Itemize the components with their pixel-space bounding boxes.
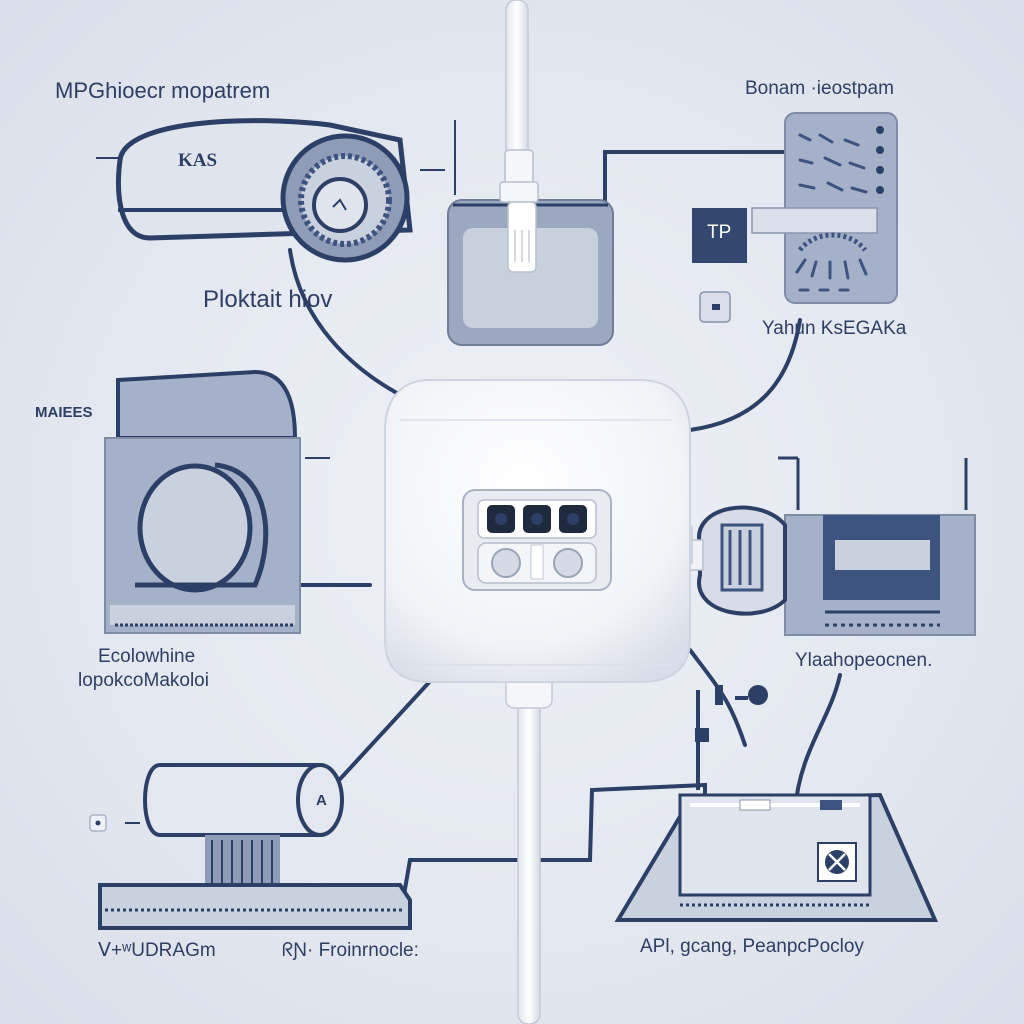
left-mid-caption-2: lopokcoMakoloi xyxy=(78,670,209,691)
camera-tag: KAS xyxy=(178,150,218,171)
panel-badge: TP xyxy=(707,222,732,243)
bottom-left-caption-1: ᐯ+ʷUDRAGm xyxy=(98,940,216,961)
bottom-right-caption: APl, gcang, PeanpcPocloy xyxy=(640,936,864,957)
printer-device-icon xyxy=(684,456,976,636)
processing-machine-icon xyxy=(614,685,939,922)
bottom-left-caption-2: ᖇƝ· Froinrnocle: xyxy=(282,940,419,961)
top-right-title: Bonam ·ieostpam xyxy=(745,78,894,99)
top-cable xyxy=(505,0,529,161)
control-panel-icon xyxy=(692,112,898,323)
camera-lens-icon xyxy=(487,505,587,533)
left-mid-caption-1: Ecolowhine xyxy=(98,646,196,667)
speaker-module-icon xyxy=(104,369,330,634)
bottom-cable xyxy=(517,689,541,1024)
roller-module-icon xyxy=(89,763,412,930)
left-mid-tag: MAIEES xyxy=(35,404,93,421)
ethernet-wall-socket-icon xyxy=(447,120,614,346)
top-left-title: MPGhioecr mopatrem xyxy=(55,78,271,103)
panel-caption: Yahun KsEGAKa xyxy=(762,318,907,339)
roller-tag: A xyxy=(316,792,327,809)
surveillance-camera-icon xyxy=(96,118,445,263)
power-socket-icon xyxy=(477,542,597,584)
right-mid-caption: Ylaahopeocnen. xyxy=(795,650,933,671)
camera-caption: Ploktait hiov xyxy=(203,286,333,313)
